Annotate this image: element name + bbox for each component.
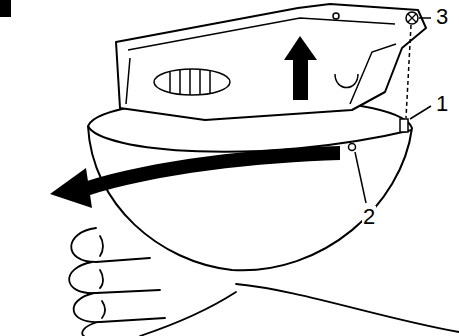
plate-hole — [333, 13, 339, 19]
rotate-arrow — [84, 146, 340, 196]
screw-path — [406, 25, 411, 118]
grille-bars — [170, 69, 210, 95]
leader-lines — [355, 18, 431, 203]
callout-number: 1 — [435, 93, 449, 115]
rim-slot — [400, 119, 408, 132]
rotate-arrowhead — [50, 168, 92, 208]
mounting-plate — [116, 4, 426, 120]
dome-rim — [88, 126, 412, 152]
grille — [154, 69, 230, 95]
rim-hole — [349, 144, 356, 151]
plate-edge — [128, 18, 395, 50]
lift-arrow — [293, 58, 308, 100]
lift-arrowhead — [284, 36, 317, 60]
callout-number: 2 — [362, 206, 376, 228]
dome-shell — [88, 98, 412, 270]
plate-edge — [126, 44, 396, 104]
corner-bar — [0, 0, 11, 17]
callout-number: 3 — [435, 6, 449, 28]
plate-slot — [335, 74, 358, 88]
hand — [69, 228, 459, 336]
screw — [406, 12, 418, 24]
screw-head — [408, 14, 416, 22]
